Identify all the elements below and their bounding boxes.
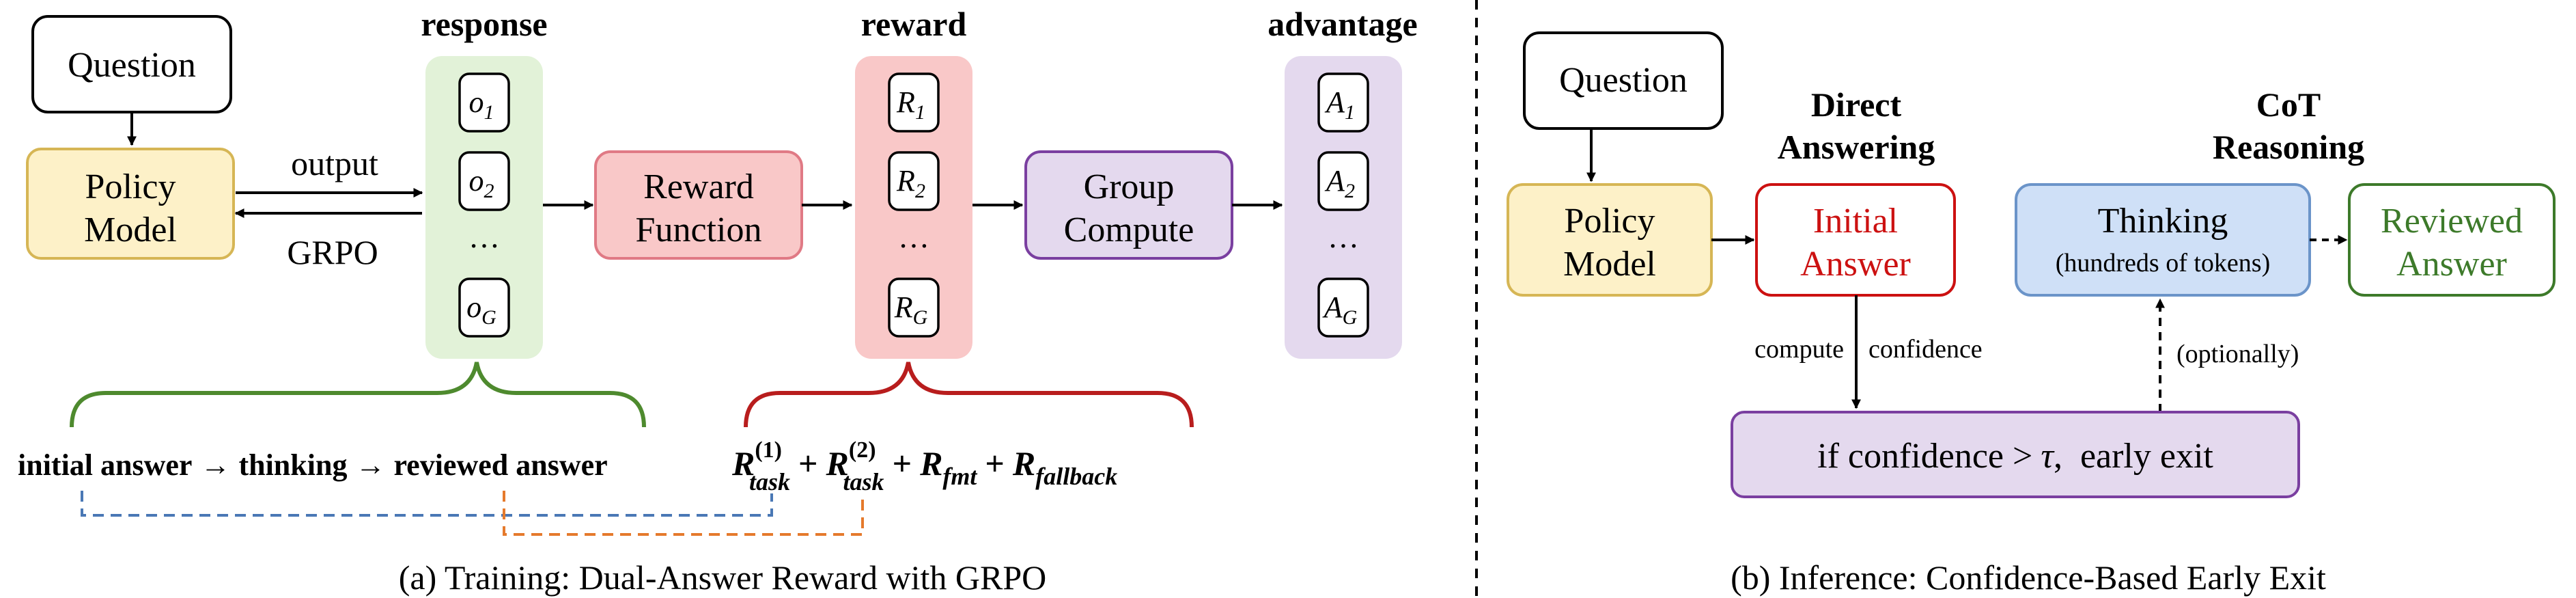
advantage-box-G — [1317, 277, 1369, 338]
early-exit-text: if confidence >τ, early exit — [1817, 437, 2213, 476]
reviewed-answer-line1: Reviewed — [2381, 202, 2523, 241]
advantage-ellipsis: … — [1328, 219, 1359, 254]
thinking-sub-label: (hundreds of tokens) — [2056, 249, 2270, 277]
pipeline-text: initial answer→thinking→reviewed answer — [18, 448, 608, 482]
caption-inference: (b) Inference: Confidence-Based Early Ex… — [1731, 558, 2326, 597]
reward-box-G — [888, 277, 940, 338]
thinking-label: Thinking — [2098, 202, 2228, 241]
reward-title: reward — [861, 5, 967, 43]
confidence-label: confidence — [1868, 335, 1983, 364]
early-exit-box: if confidence >τ, early exit — [1731, 411, 2300, 498]
direct-title-line2: Answering — [1778, 128, 1935, 166]
response-label-2: o2 — [469, 164, 494, 202]
advantage-box-2 — [1317, 151, 1369, 211]
inf-question-box: Question — [1523, 31, 1724, 130]
train-question-box: Question — [31, 15, 232, 113]
reward-box-1 — [888, 72, 940, 133]
reward-formula: R(1)task+R(2)task+Rfmt+Rfallback — [731, 437, 1117, 495]
group-compute-line1: Group — [1084, 167, 1175, 206]
train-policy-model-box: Policy Model — [26, 148, 235, 260]
inf-policy-line1: Policy — [1565, 202, 1655, 241]
cot-title-line2: Reasoning — [2213, 128, 2364, 166]
grpo-label: GRPO — [287, 233, 378, 271]
output-label: output — [291, 144, 378, 182]
response-ellipsis: … — [468, 219, 500, 254]
reward-function-line1: Reward — [643, 167, 754, 206]
response-label-1: o1 — [469, 85, 494, 124]
inf-question-label: Question — [1559, 61, 1688, 100]
group-compute-line2: Compute — [1064, 210, 1194, 249]
compute-label: compute — [1754, 335, 1844, 364]
inf-policy-model-box: Policy Model — [1507, 183, 1713, 297]
response-title: response — [421, 5, 547, 43]
advantage-box-1 — [1317, 72, 1369, 133]
response-box-G — [458, 277, 510, 338]
reward-box-2 — [888, 151, 940, 211]
response-box-2 — [458, 151, 510, 211]
reward-ellipsis: … — [898, 219, 929, 254]
inf-policy-line2: Model — [1563, 245, 1656, 284]
response-label-G: oG — [466, 290, 496, 329]
reviewed-answer-box: Reviewed Answer — [2348, 183, 2556, 297]
advantage-title: advantage — [1268, 5, 1417, 43]
dash-blue-connector — [81, 491, 773, 517]
training-panel: Question Policy Model output GRPO respon… — [18, 5, 1418, 597]
initial-answer-line1: Initial — [1813, 202, 1898, 241]
reward-label-2: R2 — [896, 164, 925, 202]
advantage-label-1: A1 — [1324, 85, 1355, 124]
optionally-label: (optionally) — [2176, 340, 2299, 368]
reviewed-answer-line2: Answer — [2396, 245, 2507, 284]
initial-answer-line2: Answer — [1800, 245, 1911, 284]
cot-title-line1: CoT — [2256, 85, 2321, 124]
red-brace — [744, 362, 1194, 428]
initial-answer-box: Initial Answer — [1755, 183, 1956, 297]
inference-panel: Question Policy Model Direct Answering I… — [1507, 31, 2556, 597]
reward-label-G: RG — [894, 290, 928, 329]
reward-function-line2: Function — [636, 210, 762, 249]
caption-training: (a) Training: Dual-Answer Reward with GR… — [399, 558, 1047, 597]
train-policy-line2: Model — [84, 210, 177, 249]
train-policy-line1: Policy — [85, 167, 176, 206]
response-box-1 — [458, 72, 510, 133]
advantage-label-2: A2 — [1324, 164, 1355, 202]
response-items: o1 o2 … oG — [458, 72, 510, 338]
reward-function-box: Reward Function — [594, 150, 803, 260]
thinking-box: Thinking (hundreds of tokens) — [2015, 183, 2311, 297]
train-question-label: Question — [68, 46, 196, 85]
advantage-label-G: AG — [1322, 290, 1358, 329]
reward-label-1: R1 — [896, 85, 925, 124]
dash-orange-connector — [503, 491, 864, 536]
direct-title-line1: Direct — [1811, 85, 1902, 124]
group-compute-box: Group Compute — [1024, 150, 1233, 260]
green-brace — [70, 362, 646, 428]
